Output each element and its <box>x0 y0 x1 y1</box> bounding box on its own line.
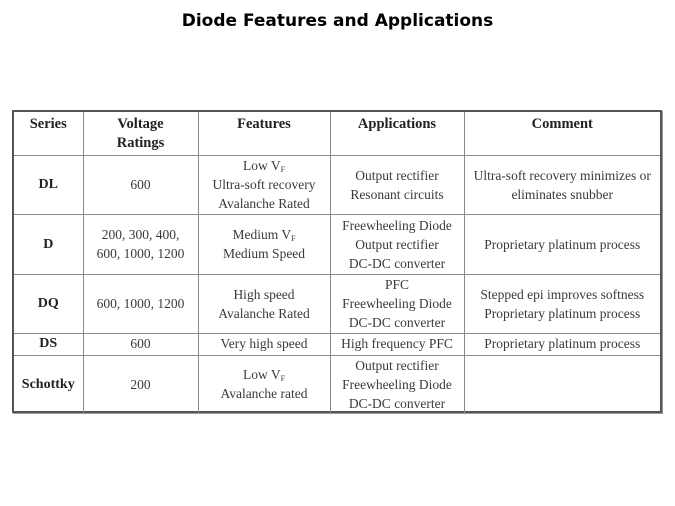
application-line: Output rectifier <box>355 167 439 183</box>
feature-text: Low <box>242 158 271 173</box>
features-cell: Medium VF Medium Speed <box>197 213 331 275</box>
feature-line: Medium VF <box>201 225 328 244</box>
application-line: Output rectifier <box>355 236 439 252</box>
applications-cell: Output rectifier Resonant circuits <box>329 154 465 215</box>
voltage-value: 600 <box>130 336 151 351</box>
feature-line: Avalanche Rated <box>218 196 310 211</box>
application-line: Output rectifier <box>355 357 439 373</box>
voltage-cell: 600 <box>82 154 199 215</box>
header-comment: Comment <box>463 112 660 156</box>
header-voltage-line2: Ratings <box>116 135 165 151</box>
header-applications: Applications <box>329 112 465 156</box>
application-line: Freewheeling Diode <box>342 376 452 392</box>
series-cell: DS <box>14 332 84 356</box>
vf-subscript: F <box>280 165 286 174</box>
comment-line: eliminates snubber <box>511 186 614 202</box>
table-row: Schottky 200 Low VF Avalanche rated Outp… <box>14 354 660 413</box>
table-row: DL 600 Low VF Ultra-soft recovery Avalan… <box>14 154 660 215</box>
applications-cell: PFC Freewheeling Diode DC-DC converter <box>329 273 465 334</box>
vf-subscript: F <box>280 374 286 384</box>
comment-cell: Ultra-soft recovery minimizes or elimina… <box>463 154 660 215</box>
vf-symbol: V <box>270 158 281 173</box>
header-voltage-ratings: Voltage Ratings <box>82 112 199 156</box>
comment-line: Stepped epi improves softness <box>480 286 645 302</box>
series-cell: DL <box>14 154 84 215</box>
features-cell: High speed Avalanche Rated <box>197 273 331 334</box>
table-row: D 200, 300, 400, 600, 1000, 1200 Medium … <box>14 213 660 275</box>
header-features: Features <box>197 112 331 156</box>
application-line: Freewheeling Diode <box>342 296 452 311</box>
application-line: DC-DC converter <box>348 255 446 271</box>
comment-line: Proprietary platinum process <box>484 236 641 252</box>
applications-cell: Output rectifier Freewheeling Diode DC-D… <box>329 354 465 413</box>
voltage-cell: 200, 300, 400, 600, 1000, 1200 <box>82 213 199 275</box>
applications-cell: Freewheeling Diode Output rectifier DC-D… <box>329 213 465 275</box>
features-cell: Very high speed <box>197 332 331 356</box>
feature-line: Low VF <box>201 365 328 384</box>
series-cell: D <box>14 213 84 275</box>
feature-line: Medium Speed <box>222 246 306 261</box>
header-voltage-line1: Voltage <box>117 116 164 132</box>
slide-title: Diode Features and Applications <box>181 11 494 31</box>
vf-symbol: V <box>270 367 281 383</box>
table-header-row: Series Voltage Ratings Features Applicat… <box>14 112 660 156</box>
feature-line: High speed <box>233 286 295 302</box>
application-line: Resonant circuits <box>350 186 444 202</box>
table-row: DS 600 Very high speed High frequency PF… <box>14 332 660 356</box>
diode-features-table: Series Voltage Ratings Features Applicat… <box>14 112 660 413</box>
comment-cell-empty <box>463 354 660 413</box>
comment-cell: Proprietary platinum process <box>463 213 660 275</box>
application-line: Freewheeling Diode <box>342 217 452 233</box>
feature-text: Low <box>242 367 271 383</box>
application-line: PFC <box>384 277 410 292</box>
features-cell: Low VF Avalanche rated <box>197 354 331 413</box>
comment-line: Proprietary platinum process <box>484 336 641 351</box>
voltage-cell: 200 <box>82 354 199 413</box>
application-line: DC-DC converter <box>348 315 446 330</box>
voltage-value: 200 <box>130 376 151 392</box>
comment-cell: Stepped epi improves softness Proprietar… <box>463 273 660 334</box>
voltage-value: 600, 1000, 1200 <box>96 296 185 311</box>
voltage-value: 600, 1000, 1200 <box>96 246 185 261</box>
voltage-value: 600 <box>130 177 151 192</box>
vf-symbol: V <box>281 227 292 242</box>
vf-subscript: F <box>291 234 296 243</box>
diode-table-container: Series Voltage Ratings Features Applicat… <box>12 110 662 413</box>
voltage-cell: 600 <box>82 332 199 356</box>
feature-line: Avalanche rated <box>220 386 308 402</box>
comment-line: Proprietary platinum process <box>484 305 641 321</box>
comment-cell: Proprietary platinum process <box>463 332 660 356</box>
feature-line: Low VF <box>201 156 328 175</box>
feature-line: Very high speed <box>220 336 308 351</box>
header-series: Series <box>14 112 84 156</box>
features-cell: Low VF Ultra-soft recovery Avalanche Rat… <box>197 154 331 215</box>
voltage-value: 200, 300, 400, <box>101 227 180 242</box>
table-row: DQ 600, 1000, 1200 High speed Avalanche … <box>14 273 660 334</box>
series-cell: Schottky <box>14 354 84 413</box>
feature-line: Ultra-soft recovery <box>212 177 316 192</box>
voltage-cell: 600, 1000, 1200 <box>82 273 199 334</box>
feature-line: Avalanche Rated <box>218 305 310 321</box>
series-cell: DQ <box>14 273 84 334</box>
comment-line: Ultra-soft recovery minimizes or <box>473 167 651 183</box>
application-line: High frequency PFC <box>341 336 453 351</box>
applications-cell: High frequency PFC <box>329 332 465 356</box>
application-line: DC-DC converter <box>348 395 446 411</box>
feature-text: Medium <box>232 227 282 242</box>
